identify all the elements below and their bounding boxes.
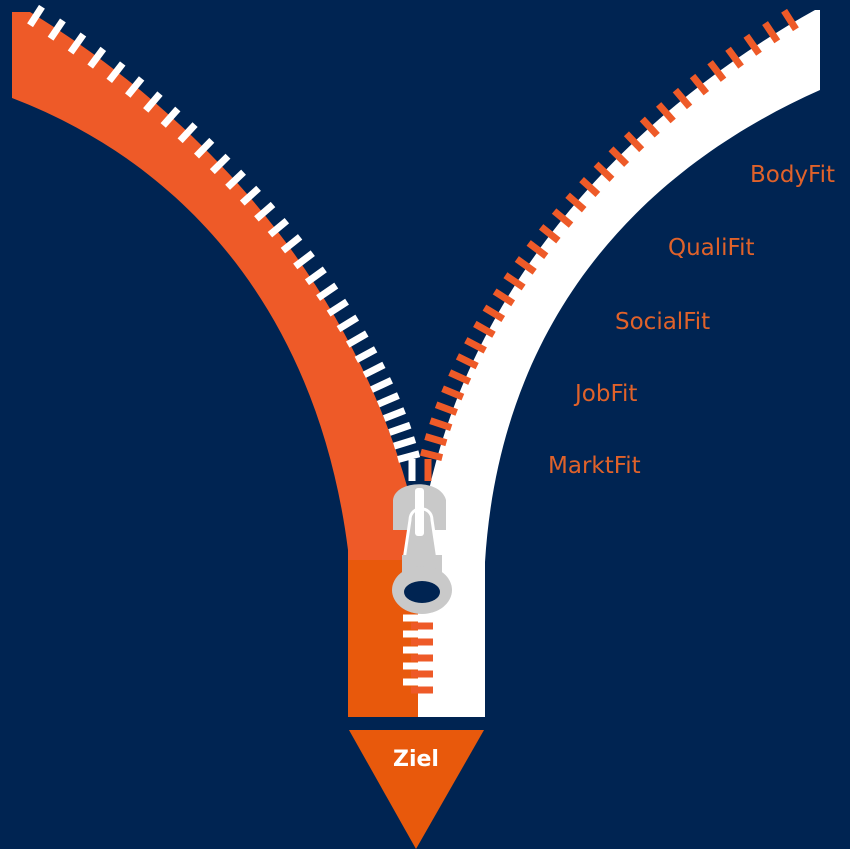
zipper-tooth <box>362 361 386 378</box>
goal-label: Ziel <box>393 747 439 772</box>
zipper-tooth <box>304 266 327 286</box>
zipper-tooth <box>503 272 526 291</box>
zipper-tooth <box>160 106 181 128</box>
zipper-tooth <box>455 353 479 370</box>
zipper-tooth <box>492 288 516 307</box>
zipper-tooth <box>177 122 198 144</box>
label-bodyfit: BodyFit <box>750 162 836 188</box>
zipper-tooth <box>639 116 660 138</box>
zipper-tooth <box>434 401 458 416</box>
zipper-tooth <box>326 298 349 317</box>
zipper-tooth <box>370 377 393 393</box>
zipper-tooth <box>267 217 290 238</box>
zipper-tooth <box>424 433 448 447</box>
zipper-tooth <box>411 622 433 630</box>
zipper-tooth <box>397 450 421 463</box>
zipper-tooth <box>526 240 549 259</box>
zipper-tooth <box>354 346 378 363</box>
zipper-tooth <box>411 670 433 678</box>
goal-arrow <box>349 730 484 849</box>
zipper-tooth <box>280 234 303 254</box>
zipper-tooth <box>448 369 472 385</box>
zipper-tooth <box>514 256 537 275</box>
zipper-tooth <box>408 459 416 481</box>
zipper-tooth <box>538 224 561 244</box>
left-zipper-band <box>12 12 420 560</box>
zipper-tooth <box>125 76 145 98</box>
zipper-tooth <box>67 32 87 55</box>
zipper-tooth <box>225 169 246 190</box>
zipper-tooth <box>672 87 693 110</box>
label-qualifit: QualiFit <box>668 235 755 261</box>
zipper-tooth <box>551 208 574 228</box>
zipper-tooth <box>336 314 360 333</box>
label-marktfit: MarktFit <box>548 453 641 479</box>
zipper-tooth <box>623 131 645 153</box>
zipper-tooth <box>403 678 425 686</box>
zipper-tooth <box>725 46 744 69</box>
zipper-tooth <box>382 407 406 422</box>
zipper-teeth <box>27 4 799 694</box>
zipper-tooth <box>393 436 417 450</box>
zipper-tooth <box>420 448 444 461</box>
zipper-tooth <box>656 102 676 124</box>
zipper-tooth <box>143 91 163 113</box>
zipper-tooth <box>293 250 315 270</box>
zipper-tooth <box>464 337 487 354</box>
label-socialfit: SocialFit <box>615 309 711 335</box>
zipper-pull-icon <box>392 484 452 614</box>
right-zipper-band <box>420 10 820 562</box>
zipper-tooth <box>193 137 215 159</box>
zipper-tooth <box>689 73 710 96</box>
zipper-tooth <box>403 614 425 622</box>
zipper-tooth <box>781 8 799 32</box>
zipper-tooth <box>441 385 465 401</box>
zipper-tooth <box>411 686 433 694</box>
zipper-tooth <box>473 320 496 338</box>
zipper-tooth <box>411 654 433 662</box>
zipper-tooth <box>106 61 126 84</box>
zipper-tooth <box>87 46 107 69</box>
zipper-tooth <box>239 185 261 206</box>
zipper-tooth <box>579 177 601 198</box>
zipper-tooth <box>254 201 276 222</box>
zipper-tooth <box>27 4 45 28</box>
zipper-tooth <box>424 459 432 481</box>
zipper-tooth <box>403 662 425 670</box>
zipper-tooth <box>429 417 453 432</box>
zipper-tooth <box>565 192 587 213</box>
zipper-tooth <box>388 421 412 436</box>
zipper-tooth <box>376 392 400 408</box>
zipper-tooth <box>411 638 433 646</box>
zipper-tooth <box>707 60 727 82</box>
zipper-tooth <box>762 21 781 44</box>
zipper-tooth <box>209 153 231 175</box>
zipper-tooth <box>345 330 369 348</box>
zipper-tooth <box>743 33 762 56</box>
zipper-tooth <box>403 630 425 638</box>
zipper-tooth <box>47 18 66 41</box>
label-jobfit: JobFit <box>575 381 638 407</box>
zipper-tooth <box>593 161 615 182</box>
zipper-tooth <box>482 304 506 323</box>
zipper-tooth <box>403 646 425 654</box>
zipper-tooth <box>608 146 630 167</box>
zipper-tooth <box>316 282 339 301</box>
